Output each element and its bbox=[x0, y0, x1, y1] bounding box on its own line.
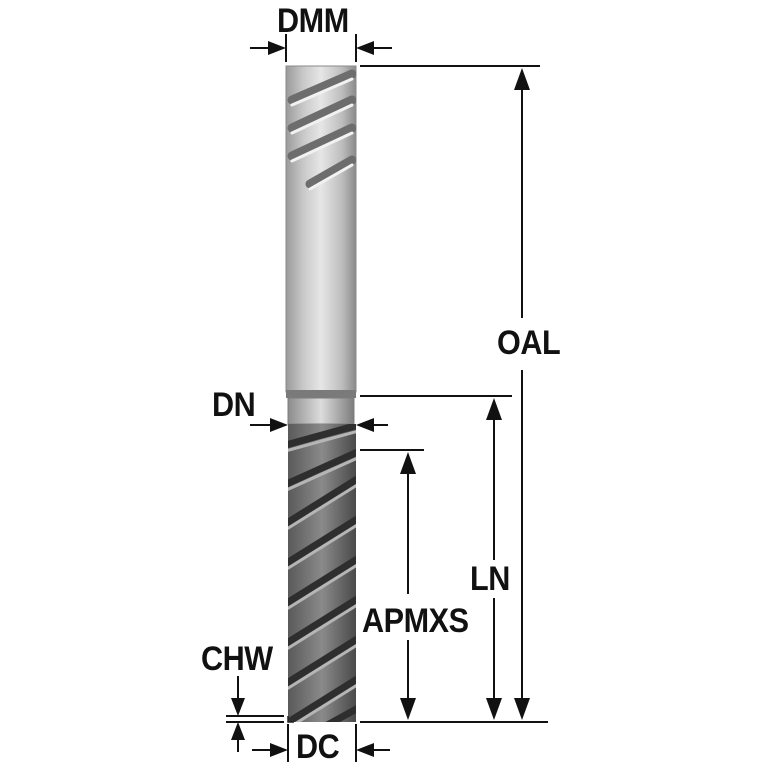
tool-flutes bbox=[287, 424, 356, 723]
ln-dimension bbox=[360, 395, 512, 720]
tool-shank bbox=[285, 65, 357, 393]
chw-label: CHW bbox=[201, 640, 273, 678]
dc-label: DC bbox=[296, 728, 340, 766]
chw-dimension bbox=[226, 676, 284, 752]
tool-neck bbox=[286, 390, 356, 425]
apmxs-dimension bbox=[360, 449, 424, 720]
dc-dimension bbox=[252, 724, 390, 762]
dmm-label: DMM bbox=[277, 2, 349, 40]
shank-grooves bbox=[287, 69, 356, 191]
oal-label: OAL bbox=[497, 324, 561, 362]
oal-dimension bbox=[360, 65, 548, 723]
ln-label: LN bbox=[470, 560, 510, 598]
dn-dimension bbox=[250, 418, 388, 432]
dmm-dimension bbox=[250, 34, 392, 62]
apmxs-label: APMXS bbox=[362, 602, 469, 640]
dn-label: DN bbox=[212, 386, 256, 424]
